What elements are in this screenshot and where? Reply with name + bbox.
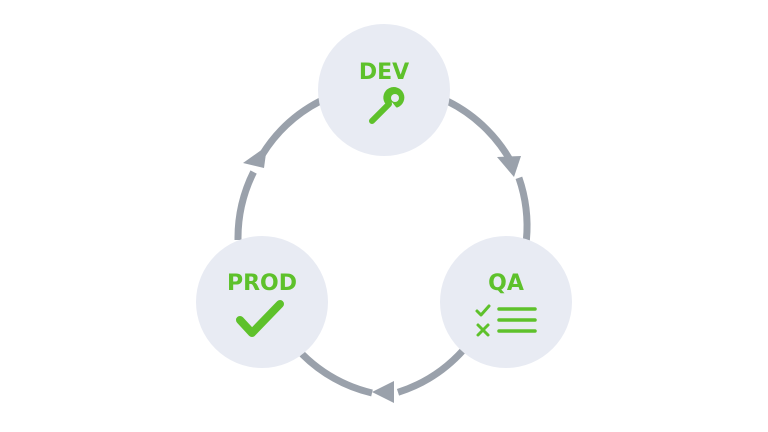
wrench-icon bbox=[369, 87, 405, 124]
node-dev: DEV bbox=[318, 24, 450, 156]
node-prod-circle bbox=[196, 236, 328, 368]
check-mark-small bbox=[475, 304, 491, 317]
node-qa-circle bbox=[440, 236, 572, 368]
node-qa: QA bbox=[440, 236, 572, 368]
checklist-icon bbox=[475, 304, 537, 337]
cycle-arrows bbox=[234, 97, 531, 403]
arrow-prod-to-dev bbox=[234, 170, 257, 241]
arrow-qa-continuation bbox=[515, 176, 531, 241]
node-prod: PROD bbox=[196, 236, 328, 368]
arrow-head-qa-to-prod bbox=[372, 381, 394, 403]
node-qa-label: QA bbox=[488, 271, 524, 296]
arrow-head-dev-to-qa bbox=[497, 156, 521, 177]
node-dev-label: DEV bbox=[359, 60, 409, 85]
arrow-dev-continuation bbox=[259, 97, 323, 157]
arrow-qa-to-prod bbox=[396, 347, 466, 396]
cross-mark-b bbox=[476, 323, 490, 337]
arrow-prod-continuation bbox=[299, 351, 373, 397]
checkmark-icon bbox=[236, 300, 284, 337]
node-dev-circle bbox=[318, 24, 450, 156]
node-prod-label: PROD bbox=[227, 271, 297, 296]
